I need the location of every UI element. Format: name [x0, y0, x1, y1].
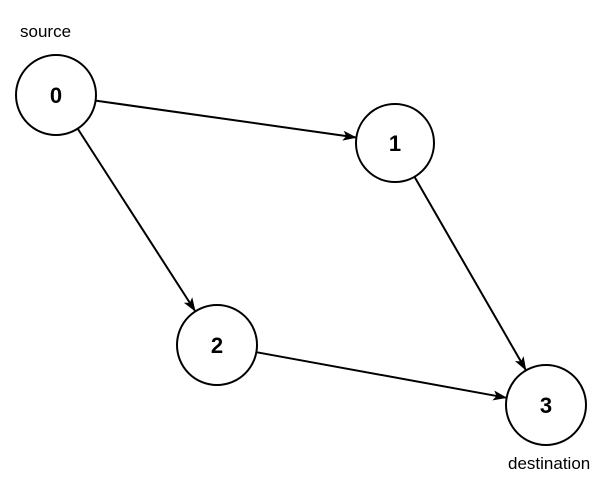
node-2: 2: [176, 304, 258, 386]
node-0-circle: [15, 54, 97, 136]
node-3: 3: [505, 364, 587, 446]
node-3-circle: [505, 364, 587, 446]
source-label: source: [20, 22, 71, 41]
node-0: 0: [15, 54, 97, 136]
node-0-label: 0: [50, 83, 62, 108]
node-3-label: 3: [540, 393, 552, 418]
edge-0-1: [95, 99, 357, 141]
edge-0-2: [76, 128, 197, 312]
edge-2-3: [256, 351, 508, 401]
destination-label: destination: [508, 454, 590, 473]
node-2-circle: [176, 304, 258, 386]
node-1: 1: [355, 103, 435, 183]
node-1-circle: [355, 103, 435, 183]
node-1-label: 1: [389, 131, 401, 156]
node-2-label: 2: [211, 333, 223, 358]
edge-1-3: [413, 176, 527, 371]
